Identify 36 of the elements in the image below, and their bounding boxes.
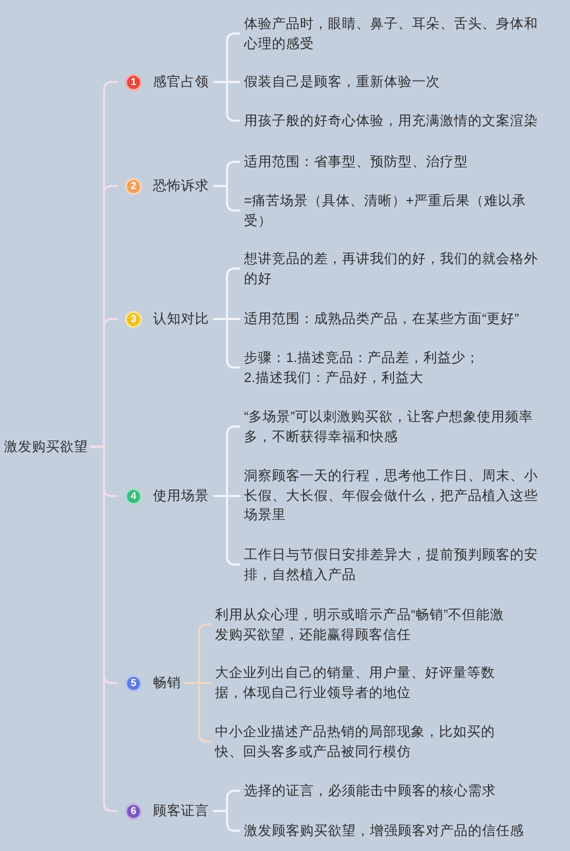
subtopic-text: 中小企业描述产品热销的局部现象，比如买的快、回头客多或产品被同行模仿 bbox=[211, 722, 511, 761]
subtopic-text: 适用范围：省事型、预防型、治疗型 bbox=[240, 152, 540, 172]
connector-line bbox=[213, 318, 240, 368]
subtopic-text: 适用范围：成熟品类产品，在某些方面“更好” bbox=[240, 309, 540, 328]
subtopic-text: 洞察顾客一天的行程，思考他工作日、周末、小长假、大长假、年假会做什么，把产品植入这些场景里 bbox=[240, 466, 540, 524]
subtopic-text: 工作日与节假日安排差异大，提前预判顾客的安排，自然植入产品 bbox=[240, 545, 540, 584]
subtopic-text: 用孩子般的好奇心体验，用充满激情的文案渲染 bbox=[240, 111, 540, 130]
connector-line bbox=[213, 495, 240, 566]
topic-label: 恐怖诉求 bbox=[153, 177, 209, 196]
number-badge: 6 bbox=[125, 802, 142, 820]
subtopic-text: 想讲竞品的差，再讲我们的好，我们的就会格外的好 bbox=[240, 249, 540, 288]
number-badge: 5 bbox=[125, 674, 142, 692]
subtopic-text: 假装自己是顾客，重新体验一次 bbox=[240, 72, 540, 92]
connector-line bbox=[213, 185, 240, 212]
connector-line bbox=[213, 810, 240, 832]
subtopic-text: 步骤：1.描述竞品：产品差，利益少；2.描述我们：产品好，利益大 bbox=[240, 348, 484, 387]
topic-label: 顾客证言 bbox=[153, 802, 209, 820]
topic-label: 畅销 bbox=[153, 674, 181, 692]
connector-line bbox=[185, 682, 211, 742]
number-badge: 1 bbox=[125, 74, 142, 90]
number-badge: 4 bbox=[125, 488, 142, 504]
connector-line bbox=[213, 81, 240, 122]
subtopic-text: 大企业列出自己的销量、用户量、好评量等数据，体现自己行业领导者的地位 bbox=[211, 663, 511, 702]
subtopic-text: “多场景”可以刺激购买欲，让客户想象使用频率多，不断获得幸福和快感 bbox=[240, 407, 540, 446]
subtopic-text: 激发顾客购买欲望，增强顾客对产品的信任感 bbox=[240, 821, 540, 840]
number-badge: 3 bbox=[125, 310, 142, 328]
subtopic-text: 体验产品时，眼睛、鼻子、耳朵、舌头、身体和心理的感受 bbox=[240, 14, 540, 53]
topic-label: 感官占领 bbox=[153, 73, 209, 92]
subtopic-text: 选择的证言，必须能击中顾客的核心需求 bbox=[240, 781, 540, 800]
subtopic-text: =痛苦场景（具体、清晰）+严重后果（难以承受） bbox=[240, 191, 540, 230]
central-topic: 激发购买欲望 bbox=[2, 437, 90, 456]
topic-label: 使用场景 bbox=[153, 487, 209, 506]
topic-label: 认知对比 bbox=[153, 310, 209, 328]
number-badge: 2 bbox=[125, 178, 142, 194]
subtopic-text: 利用从众心理，明示或暗示产品“畅销”不但能激发购买欲望，还能赢得顾客信任 bbox=[211, 605, 511, 644]
connector-line bbox=[90, 446, 118, 812]
